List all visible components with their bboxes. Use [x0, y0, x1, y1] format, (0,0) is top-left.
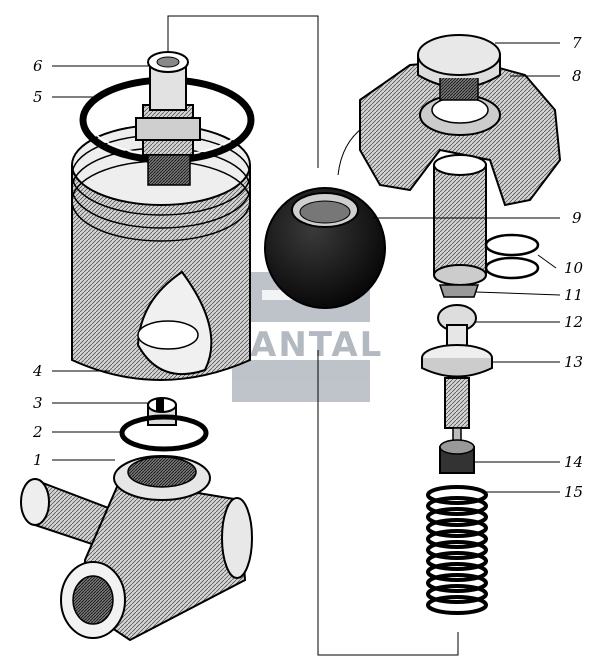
part-6-union — [135, 51, 201, 186]
spring-coil — [426, 529, 488, 549]
spring-coil — [426, 496, 488, 516]
part-15-spring — [426, 485, 488, 615]
part-2-ring — [119, 414, 209, 452]
callout-14: 14 — [564, 453, 583, 471]
assembly-line-bottom — [317, 350, 459, 656]
callout-15: 15 — [564, 483, 583, 501]
spring-coil — [426, 573, 488, 593]
spring-coil — [426, 507, 488, 527]
callout-4: 4 — [32, 362, 43, 380]
callout-9: 9 — [572, 209, 582, 227]
part-7-knob — [417, 34, 501, 101]
part-sleeve — [433, 154, 487, 286]
spring-coil — [426, 518, 488, 538]
assembly-line-top — [167, 15, 319, 168]
watermark-text: ANTAL — [250, 325, 383, 365]
callout-8: 8 — [572, 67, 582, 85]
spring-coil — [426, 540, 488, 560]
callout-5: 5 — [33, 88, 43, 106]
part-14-seat — [439, 439, 475, 474]
part-1-tee-body — [20, 455, 253, 642]
callout-10: 10 — [564, 259, 584, 277]
spring-coil — [426, 485, 488, 505]
part-11-washer — [438, 284, 480, 298]
part-8-handwheel — [359, 58, 562, 207]
callout-7: 7 — [572, 34, 582, 52]
callout-3: 3 — [33, 394, 43, 412]
spring-coil — [426, 562, 488, 582]
callout-11: 11 — [564, 286, 583, 304]
part-10-clip — [484, 233, 540, 280]
part-3-nozzle — [147, 397, 177, 426]
callout-2: 2 — [32, 423, 43, 441]
callout-1: 1 — [33, 451, 43, 469]
callout-12: 12 — [564, 313, 583, 331]
part-12-13-valve-stem — [421, 304, 493, 445]
spring-coil — [426, 595, 488, 615]
spring-coil — [426, 551, 488, 571]
spring-coil — [426, 584, 488, 604]
callout-13: 13 — [564, 353, 583, 371]
watermark-block-bottom — [232, 360, 370, 402]
leader-lines — [52, 42, 561, 493]
callout-6: 6 — [33, 57, 43, 75]
part-9-ball — [264, 187, 386, 309]
part-4-housing — [71, 124, 251, 381]
